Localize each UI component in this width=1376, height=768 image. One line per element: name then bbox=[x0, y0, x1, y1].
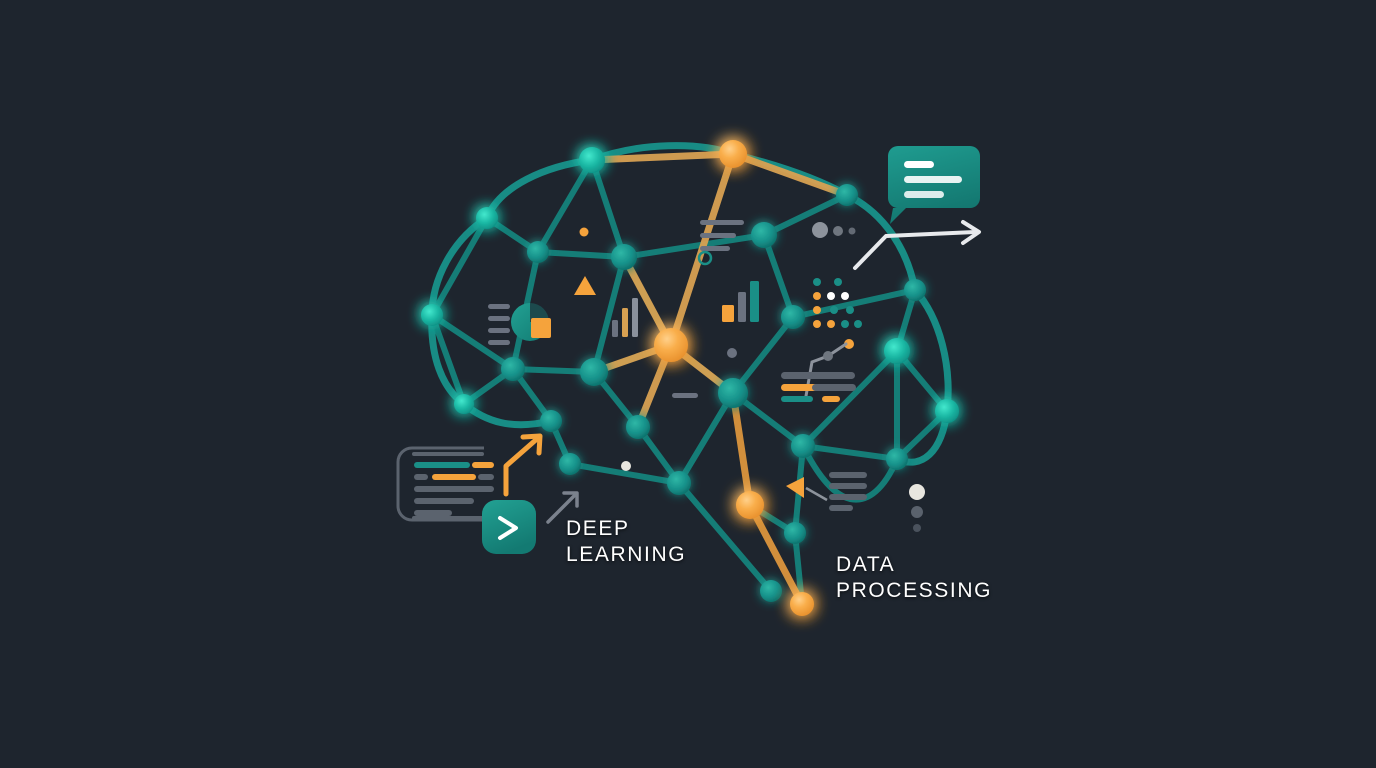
accent-dot bbox=[844, 339, 854, 349]
document-card bbox=[396, 446, 494, 522]
text-lines-right bbox=[829, 472, 867, 511]
network-node bbox=[935, 399, 959, 423]
bar-chart-left bbox=[612, 298, 638, 337]
network-node bbox=[626, 415, 650, 439]
chat-bubble-lines bbox=[904, 161, 962, 198]
network-nodes bbox=[421, 140, 959, 616]
chevron-right-button[interactable] bbox=[482, 500, 536, 554]
network-node bbox=[501, 357, 525, 381]
network-node bbox=[476, 207, 498, 229]
orange-triangle-left-icon bbox=[786, 477, 804, 498]
ring-icon bbox=[697, 250, 713, 266]
orange-growth-arrow bbox=[503, 433, 543, 497]
text-lines-left bbox=[488, 304, 510, 345]
network-node bbox=[760, 580, 782, 602]
network-node bbox=[784, 522, 806, 544]
network-node bbox=[579, 147, 605, 173]
bar-chart-right bbox=[722, 281, 759, 322]
dot-trio-upper bbox=[812, 222, 856, 238]
chart-point bbox=[823, 351, 833, 361]
text-lines-analytics bbox=[672, 372, 856, 402]
text-lines-top bbox=[700, 220, 744, 251]
chat-bubble[interactable] bbox=[888, 146, 980, 224]
chevron-right-icon bbox=[498, 516, 518, 540]
network-node bbox=[781, 305, 805, 329]
network-node bbox=[791, 434, 815, 458]
orange-square-icon bbox=[531, 318, 551, 338]
network-node-hub bbox=[790, 592, 814, 616]
accent-dot bbox=[579, 227, 589, 237]
dot-trio bbox=[909, 484, 925, 532]
pointer-line bbox=[805, 486, 828, 502]
network-node-hub bbox=[736, 491, 764, 519]
network-node bbox=[611, 244, 637, 270]
network-node-hub bbox=[654, 328, 688, 362]
network-node bbox=[421, 304, 443, 326]
document-card-lines bbox=[414, 462, 494, 516]
network-node bbox=[836, 184, 858, 206]
network-node bbox=[540, 410, 562, 432]
network-node-hub bbox=[719, 140, 747, 168]
orange-triangle-up-icon bbox=[574, 276, 596, 295]
network-node bbox=[559, 453, 581, 475]
network-node bbox=[884, 338, 910, 364]
network-node bbox=[454, 394, 474, 414]
network-node bbox=[527, 241, 549, 263]
gray-diagonal-arrow bbox=[546, 491, 579, 524]
network-node bbox=[751, 222, 777, 248]
brain-outline bbox=[428, 142, 952, 466]
accent-dot bbox=[621, 461, 631, 471]
network-node bbox=[667, 471, 691, 495]
dot-matrix bbox=[813, 278, 862, 328]
white-bent-arrow bbox=[853, 220, 981, 270]
network-node bbox=[718, 378, 748, 408]
mesh-orange-lower bbox=[729, 389, 806, 608]
network-node bbox=[904, 279, 926, 301]
accent-dot bbox=[727, 348, 737, 358]
network-node bbox=[580, 358, 608, 386]
network-node bbox=[886, 448, 908, 470]
